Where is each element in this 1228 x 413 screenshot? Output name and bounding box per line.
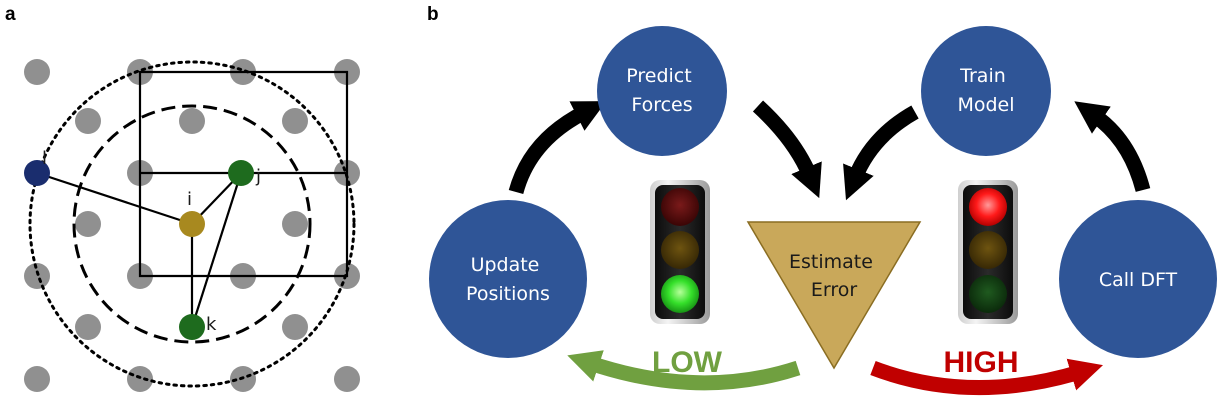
high-arrow <box>870 358 1103 396</box>
atom-k-label: k <box>206 314 217 335</box>
traffic-light-red <box>958 180 1018 324</box>
arrow-update-to-predict <box>508 101 607 195</box>
lattice-atom <box>334 366 360 392</box>
atom-l-label: l <box>42 148 47 169</box>
update-positions-node <box>429 200 587 358</box>
panel-a-label: a <box>5 4 16 25</box>
lattice-atom <box>75 108 101 134</box>
low-label: LOW <box>652 346 723 379</box>
green-lamp-off <box>969 275 1007 313</box>
estimate-error-label: Estimate Error <box>789 251 879 301</box>
train-model-label: Train Model <box>957 65 1014 116</box>
lattice-atom <box>282 108 308 134</box>
atom-j-label: j <box>255 166 261 187</box>
lattice-atom <box>24 263 50 289</box>
bond-l-i <box>36 171 193 226</box>
lattice-atom <box>75 211 101 237</box>
train-model-node <box>921 26 1051 156</box>
amber-lamp-off <box>969 231 1007 269</box>
amber-lamp-off <box>661 231 699 269</box>
green-lamp-on <box>661 275 699 313</box>
predict-forces-label: Predict Forces <box>626 65 698 116</box>
outer-cutoff-circle <box>28 60 356 388</box>
red-lamp-off <box>661 188 699 226</box>
lattice-atom <box>24 366 50 392</box>
atom-k <box>179 314 205 340</box>
lattice-atom <box>24 59 50 85</box>
call-dft-label: Call DFT <box>1099 269 1178 291</box>
inner-cutoff-circle <box>72 104 312 344</box>
call-dft-node <box>1059 200 1217 358</box>
lattice-atom <box>282 314 308 340</box>
atom-j <box>228 160 254 186</box>
lattice-atom <box>282 211 308 237</box>
arrow-dft-to-train <box>1074 101 1151 192</box>
atom-i-label: i <box>187 189 192 210</box>
arrow-predict-to-error <box>752 100 822 199</box>
cycle-arrows <box>508 100 1151 201</box>
low-arrow <box>567 350 801 391</box>
update-positions-label: Update Positions <box>466 254 550 305</box>
bond-j-k <box>190 172 243 328</box>
panel-b-label: b <box>427 4 439 25</box>
high-label: HIGH <box>944 346 1019 379</box>
panel-a: a <box>5 4 360 392</box>
lattice-atom <box>75 314 101 340</box>
atom-i <box>179 211 205 237</box>
arrow-train-to-error <box>843 105 919 201</box>
lattice-atom <box>127 366 153 392</box>
atom-l <box>24 160 50 186</box>
panel-b: b Predict Forces Train Model Update Posi… <box>427 4 1217 396</box>
traffic-light-green <box>650 180 710 324</box>
lattice-atom <box>179 108 205 134</box>
estimate-error-triangle <box>746 221 922 370</box>
red-lamp-on <box>969 188 1007 226</box>
predict-forces-node <box>597 26 727 156</box>
